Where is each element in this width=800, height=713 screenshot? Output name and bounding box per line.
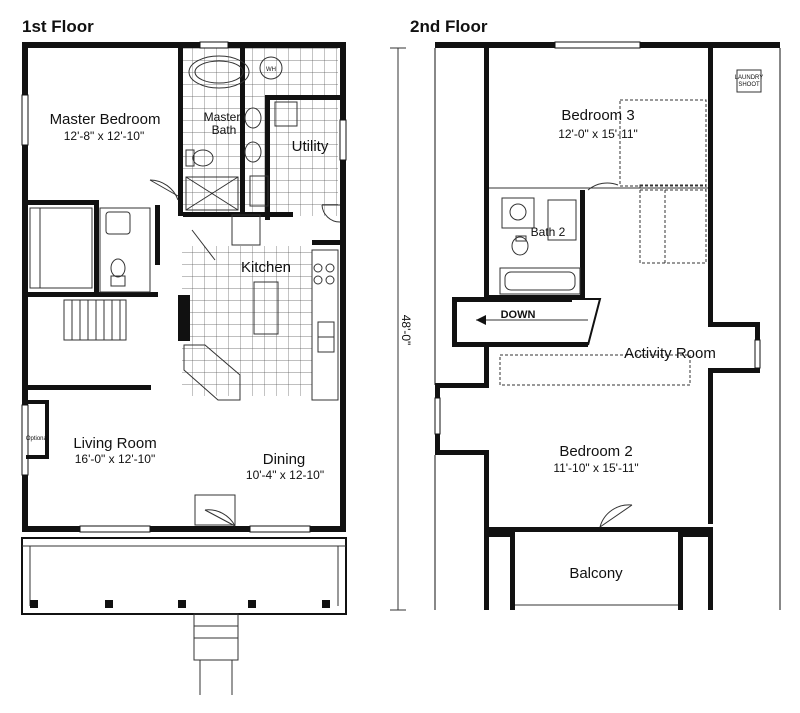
wall <box>265 95 270 220</box>
wall <box>94 200 99 295</box>
wall <box>22 42 28 532</box>
porch <box>21 537 347 615</box>
laundry-label-line1: LAUNDRY <box>735 75 764 81</box>
wall <box>228 42 346 48</box>
wall <box>22 526 346 532</box>
wall <box>240 48 245 216</box>
kitchen-label: Kitchen <box>241 259 291 276</box>
bedroom2-size: 11'-10" x 15'-11" <box>553 461 638 475</box>
wall <box>265 95 340 100</box>
dining-size: 10'-4" x 12-10" <box>246 468 324 482</box>
kitchen-tile-floor <box>182 246 312 396</box>
second-floor-plan: 2nd Floor Bedroom 3 12'-0" x 15'-11" LAU… <box>410 17 781 610</box>
second-floor-title: 2nd Floor <box>410 17 488 36</box>
living-room-label: Living Room <box>73 435 156 452</box>
wall <box>22 42 200 48</box>
balcony-label: Balcony <box>569 565 623 582</box>
wall <box>28 292 158 297</box>
wall <box>28 200 98 205</box>
wall <box>26 455 48 459</box>
first-floor-stairs <box>63 299 127 341</box>
dining-label: Dining <box>263 451 306 468</box>
optional-label: Optional <box>26 436 48 442</box>
wall <box>312 240 340 245</box>
master-bath-label-line2: Bath <box>212 123 237 137</box>
water-heater-label: WH <box>266 67 276 73</box>
down-label: DOWN <box>501 309 536 321</box>
bath2-label: Bath 2 <box>531 225 566 239</box>
bedroom2-label: Bedroom 2 <box>559 443 632 460</box>
overall-dimension-label: 48'-0" <box>399 315 413 346</box>
bath-utility-tile-floor <box>182 46 338 216</box>
fireplace <box>178 295 190 341</box>
master-bedroom-size: 12'-8" x 12'-10" <box>64 129 144 143</box>
wall <box>45 400 49 459</box>
porch-steps <box>193 613 239 695</box>
master-bedroom-label: Master Bedroom <box>50 111 161 128</box>
wall <box>178 48 183 216</box>
overall-dimension: 48'-0" <box>390 47 413 611</box>
bedroom3-size: 12'-0" x 15'-11" <box>558 127 638 141</box>
wall <box>155 205 160 265</box>
activity-room-label: Activity Room <box>624 345 716 362</box>
bedroom3-label: Bedroom 3 <box>561 107 634 124</box>
master-bath-label-line1: Master <box>204 110 241 124</box>
wall <box>340 42 346 532</box>
first-floor-plan: 1st Floor Master Bedroom 12'-8" x 12'-10… <box>21 17 347 695</box>
laundry-label-line2: SHOOT <box>738 82 760 88</box>
wall <box>26 400 48 404</box>
utility-label: Utility <box>292 138 329 155</box>
first-floor-title: 1st Floor <box>22 17 94 36</box>
wall <box>26 385 151 390</box>
living-room-size: 16'-0" x 12'-10" <box>75 452 155 466</box>
